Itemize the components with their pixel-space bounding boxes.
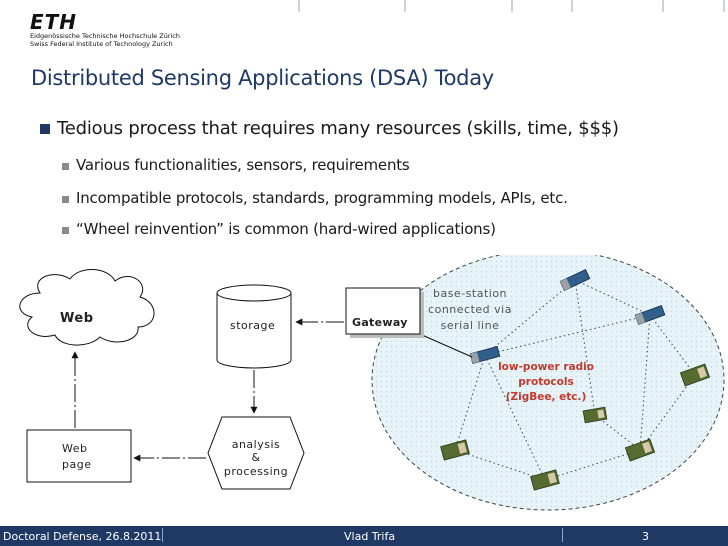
sensor-node xyxy=(582,406,608,424)
sub-bullet-marker xyxy=(62,227,69,234)
sub-bullet-marker xyxy=(62,196,69,203)
header-tick-marks xyxy=(298,0,725,12)
base-station-label-line1: base-station xyxy=(432,287,508,300)
base-station-label-line2: connected via xyxy=(428,303,512,316)
footer-author: Vlad Trifa xyxy=(344,530,396,543)
sensor-node xyxy=(440,439,470,461)
flow-arrows xyxy=(71,318,344,462)
eth-logo: ETH Eidgenössische Technische Hochschule… xyxy=(30,12,180,48)
radio-links xyxy=(454,279,696,481)
web-cloud-shape xyxy=(19,269,155,346)
sub-bullet-2: Incompatible protocols, standards, progr… xyxy=(76,189,568,207)
architecture-diagram xyxy=(19,255,725,511)
radio-protocols-label-line1: low-power radio xyxy=(498,361,594,373)
radio-protocols-label-line3: (ZigBee, etc.) xyxy=(505,391,587,403)
gateway-box xyxy=(345,287,421,335)
storage-label: storage xyxy=(230,319,276,332)
slide-footer: Doctoral Defense, 26.8.2011 Vlad Trifa 3 xyxy=(0,526,728,546)
web-page-box xyxy=(26,429,132,483)
sensor-node xyxy=(624,438,656,462)
sensor-node xyxy=(469,346,501,364)
web-page-label-line2: page xyxy=(62,458,92,471)
analysis-label-line3: processing xyxy=(223,465,289,478)
footer-divider xyxy=(562,528,563,542)
gateway-label: Gateway xyxy=(352,316,408,329)
sub-bullet-3: “Wheel reinvention” is common (hard-wire… xyxy=(76,220,496,238)
serial-link xyxy=(421,334,473,358)
analysis-label-line1: analysis xyxy=(231,438,281,451)
footer-divider xyxy=(162,528,163,542)
analysis-hexagon xyxy=(207,416,305,490)
sub-bullet-marker xyxy=(62,163,69,170)
footer-page-number: 3 xyxy=(642,530,649,543)
eth-name-german: Eidgenössische Technische Hochschule Zür… xyxy=(30,32,180,40)
sensor-node xyxy=(559,269,591,291)
radio-protocols-label-line2: protocols xyxy=(518,376,574,388)
main-bullet-text: Tedious process that requires many resou… xyxy=(57,118,619,139)
sensor-node xyxy=(634,305,666,325)
slide-title: Distributed Sensing Applications (DSA) T… xyxy=(31,66,494,90)
sensor-node xyxy=(530,469,560,491)
eth-name-english: Swiss Federal Institute of Technology Zu… xyxy=(30,40,173,48)
web-label: Web xyxy=(60,311,94,326)
eth-wordmark: ETH xyxy=(30,10,78,34)
web-page-label-line1: Web xyxy=(62,442,88,455)
storage-cylinder xyxy=(216,284,292,369)
footer-event: Doctoral Defense, 26.8.2011 xyxy=(3,530,162,543)
base-station-label-line3: serial line xyxy=(440,319,500,332)
analysis-label-line2: & xyxy=(251,451,261,464)
bullet-marker xyxy=(40,124,50,134)
sub-bullet-1: Various functionalities, sensors, requir… xyxy=(76,156,410,174)
sensor-node xyxy=(679,363,711,387)
